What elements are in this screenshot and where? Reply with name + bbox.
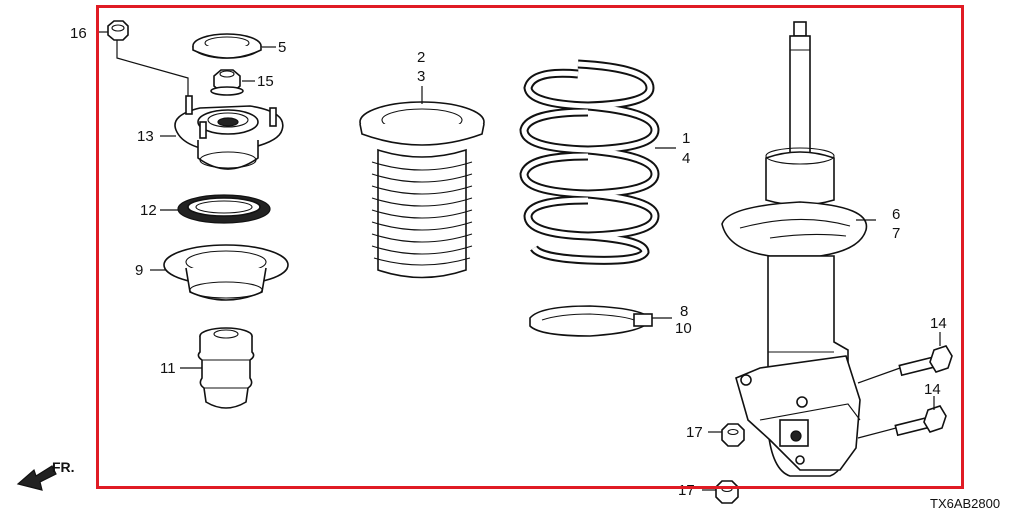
callout-9: 9 [135,262,143,279]
part-13-mount [160,95,284,170]
callout-5: 5 [278,39,286,56]
part-14-bolt-upper [857,332,953,384]
callout-7: 7 [892,225,900,242]
callout-6: 6 [892,206,900,223]
callout-14-upper: 14 [930,315,947,332]
callout-8: 8 [680,303,688,320]
callout-17-upper: 17 [686,424,703,441]
callout-16: 16 [70,25,87,42]
callout-13: 13 [137,128,154,145]
part-5-cap [192,33,276,59]
diagram-code: TX6AB2800 [930,496,1000,511]
callout-17-lower: 17 [678,482,695,499]
part-1-4-spring [519,59,676,265]
part-17-nut-lower [702,480,739,504]
part-17-nut-upper [708,423,745,447]
callout-4: 4 [682,150,690,167]
part-14-bolt-lower [857,396,947,439]
callout-2: 2 [417,49,425,66]
part-9-seat [150,244,289,301]
part-11-bumpstop [180,327,255,409]
callout-12: 12 [140,202,157,219]
callout-3: 3 [417,68,425,85]
callout-11: 11 [160,360,176,377]
callout-14-lower: 14 [924,381,941,398]
front-arrow-icon [16,465,57,491]
part-15-nut [210,69,255,96]
callout-10: 10 [675,320,692,337]
part-12-bearing [160,194,271,224]
strut-assembly [721,21,876,477]
part-8-10-insulator [529,305,672,337]
front-label: FR. [52,459,75,475]
callout-1: 1 [682,130,690,147]
part-16-nut [96,20,189,96]
part-2-3-boot [359,86,485,279]
front-direction-indicator: FR. [16,459,75,491]
callout-15: 15 [257,73,274,90]
